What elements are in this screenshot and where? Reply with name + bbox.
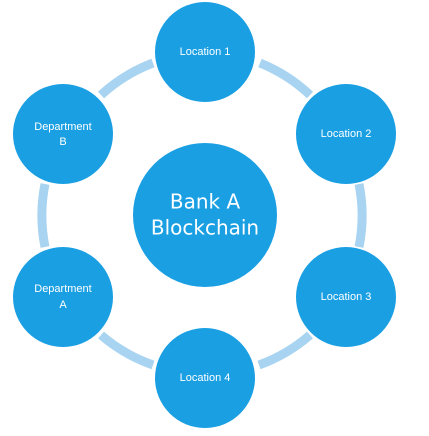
center-label-line1: Bank A bbox=[170, 190, 241, 214]
connector-department-b-location1 bbox=[97, 58, 155, 99]
node-label-department-b-line1: Department bbox=[34, 121, 91, 133]
node-label-location-3: Location 3 bbox=[321, 291, 372, 303]
node-location-1: Location 1 bbox=[155, 2, 255, 102]
node-label-department-b-line2: B bbox=[59, 136, 66, 148]
center-node-bank-a-blockchain: Bank A Blockchain bbox=[133, 143, 277, 287]
node-label-department-a-line2: A bbox=[59, 299, 67, 311]
node-label-location-1: Location 1 bbox=[180, 46, 231, 58]
node-department-a: Department A bbox=[13, 247, 113, 347]
connector-location2-location3 bbox=[354, 183, 367, 248]
node-location-2: Location 2 bbox=[296, 84, 396, 184]
node-label-location-4: Location 4 bbox=[180, 372, 231, 384]
node-location-4: Location 4 bbox=[155, 328, 255, 428]
node-label-department-a-line1: Department bbox=[34, 283, 91, 295]
connector-location1-location2 bbox=[258, 58, 314, 99]
node-department-b: Department B bbox=[13, 84, 113, 184]
connector-location4-department-a bbox=[98, 331, 155, 370]
node-location-3: Location 3 bbox=[296, 247, 396, 347]
connector-department-a-department-b bbox=[37, 183, 50, 248]
connector-location3-location4 bbox=[257, 331, 313, 370]
node-label-location-2: Location 2 bbox=[321, 128, 372, 140]
ring-connectors bbox=[37, 58, 367, 370]
center-label-line2: Blockchain bbox=[151, 216, 259, 240]
